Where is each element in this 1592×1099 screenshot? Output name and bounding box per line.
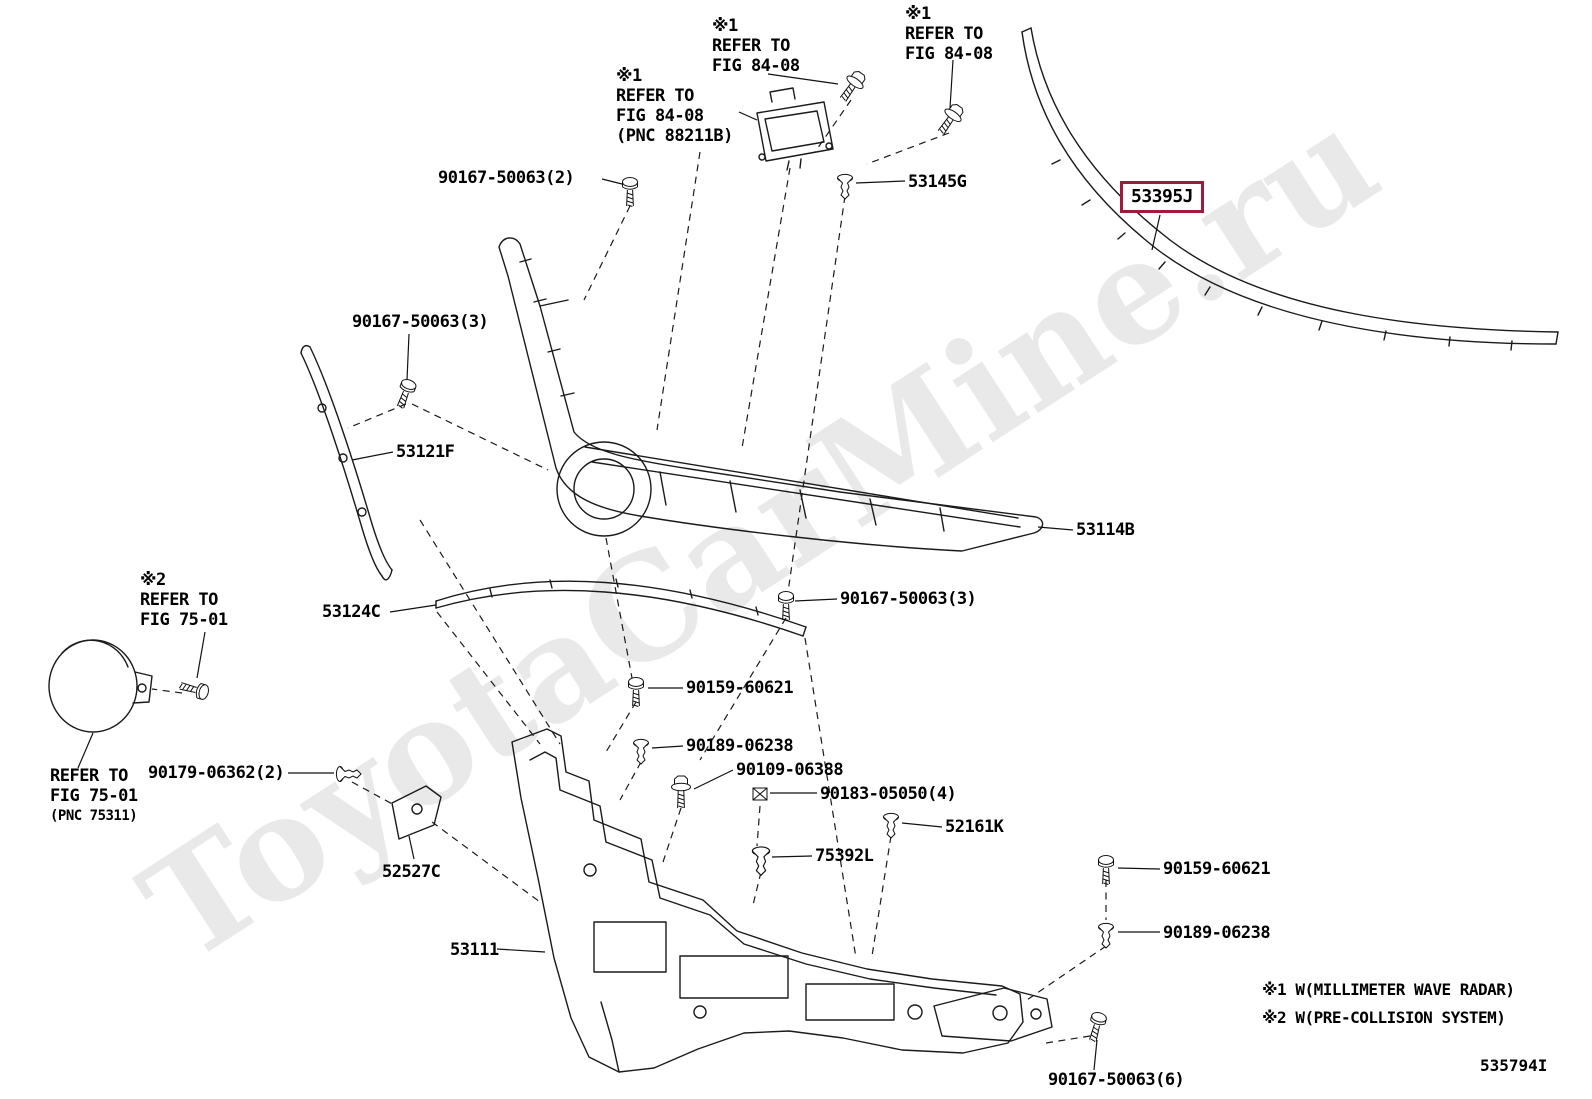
bolt-icon (671, 775, 691, 809)
part-label-53145G[interactable]: 53145G (908, 172, 967, 192)
part-label-90159-60621-right[interactable]: 90159-60621 (1163, 859, 1271, 879)
ref-line: FIG 84-08 (905, 44, 993, 64)
part-label-90189-06238-right[interactable]: 90189-06238 (1163, 923, 1271, 943)
part-label-90109-06388[interactable]: 90109-06388 (736, 760, 844, 780)
part-label-53121F[interactable]: 53121F (396, 442, 455, 462)
bolt-icon (834, 67, 870, 106)
upper-grille-art (498, 237, 1044, 552)
part-label-90179-06362-2[interactable]: 90179-06362(2) (148, 763, 285, 783)
ref-line: (PNC 88211B) (616, 126, 733, 146)
clip-icon (1098, 922, 1114, 949)
ref-line: REFER TO (905, 24, 983, 44)
part-label-53111[interactable]: 53111 (450, 940, 499, 960)
rivet-icon (751, 846, 771, 876)
ref-note-fig75-01-a: ※2 REFER TO FIG 75-01 (140, 570, 228, 630)
screw-icon (628, 677, 644, 707)
part-label-52527C[interactable]: 52527C (382, 862, 441, 882)
part-label-90189-06238[interactable]: 90189-06238 (686, 736, 794, 756)
screw-icon (1084, 1010, 1108, 1044)
ref-note-fig84-08-a: ※1 REFER TO FIG 84-08 (712, 16, 800, 76)
screw-icon (177, 677, 211, 701)
part-label-90159-60621[interactable]: 90159-60621 (686, 678, 794, 698)
ref-line: FIG 75-01 (50, 786, 138, 806)
screw-icon (622, 177, 638, 207)
part-label-90167-50063-2[interactable]: 90167-50063(2) (438, 168, 575, 188)
ref-line: ※2 (140, 570, 166, 590)
lower-bumper-support-art (511, 728, 1024, 1073)
part-label-90167-50063-6[interactable]: 90167-50063(6) (1048, 1070, 1185, 1090)
label-leader-lines (77, 59, 1161, 1071)
screw-icon (1098, 855, 1114, 885)
ref-note-fig84-08-b: ※1 REFER TO FIG 84-08 (905, 4, 993, 64)
clip-icon (335, 766, 362, 782)
fog-lamp-art (48, 639, 153, 733)
grommet-icon (752, 787, 768, 801)
footnote-radar: ※1 W(MILLIMETER WAVE RADAR) (1262, 980, 1515, 999)
grille-lower-molding-art (435, 578, 807, 637)
ref-note-fig84-08-radar: ※1 REFER TO FIG 84-08 (PNC 88211B) (616, 66, 733, 146)
ref-line: FIG 75-01 (140, 610, 228, 630)
part-label-53124C[interactable]: 53124C (322, 602, 381, 622)
part-label-90183-05050-4[interactable]: 90183-05050(4) (820, 784, 957, 804)
fasteners (177, 67, 1114, 1044)
clip-icon (837, 173, 853, 200)
part-label-53114B[interactable]: 53114B (1076, 520, 1135, 540)
ref-line: REFER TO (140, 590, 218, 610)
grille-side-molding-art (300, 344, 393, 581)
part-label-90167-50063-3-right[interactable]: 90167-50063(3) (840, 589, 977, 609)
ref-line: FIG 84-08 (712, 56, 800, 76)
part-label-53395J-highlighted[interactable]: 53395J (1120, 181, 1205, 213)
ref-line: REFER TO (50, 766, 128, 786)
ref-line: ※1 (712, 16, 738, 36)
retainer-bracket-art (391, 785, 442, 840)
part-label-52161K[interactable]: 52161K (945, 817, 1004, 837)
hood-seal-weatherstrip-art (1021, 27, 1559, 351)
radar-sensor-art (756, 87, 834, 171)
ref-line: FIG 84-08 (616, 106, 704, 126)
ref-line: REFER TO (712, 36, 790, 56)
diagram-code: 535794I (1480, 1056, 1548, 1075)
part-label-75392L[interactable]: 75392L (815, 846, 874, 866)
ref-note-fig75-01-b: REFER TO FIG 75-01 (PNC 75311) (50, 766, 138, 826)
ref-line: ※1 (616, 66, 642, 86)
clip-icon (883, 812, 899, 839)
ref-line: (PNC 75311) (50, 808, 138, 824)
clip-icon (633, 738, 649, 765)
footnote-precollision: ※2 W(PRE-COLLISION SYSTEM) (1262, 1008, 1506, 1027)
assembly-dashed-lines (151, 99, 1107, 1044)
part-label-90167-50063-3-left[interactable]: 90167-50063(3) (352, 312, 489, 332)
ref-line: REFER TO (616, 86, 694, 106)
screw-icon (778, 591, 794, 621)
side-support-bracket-art (933, 987, 1053, 1042)
ref-line: ※1 (905, 4, 931, 24)
